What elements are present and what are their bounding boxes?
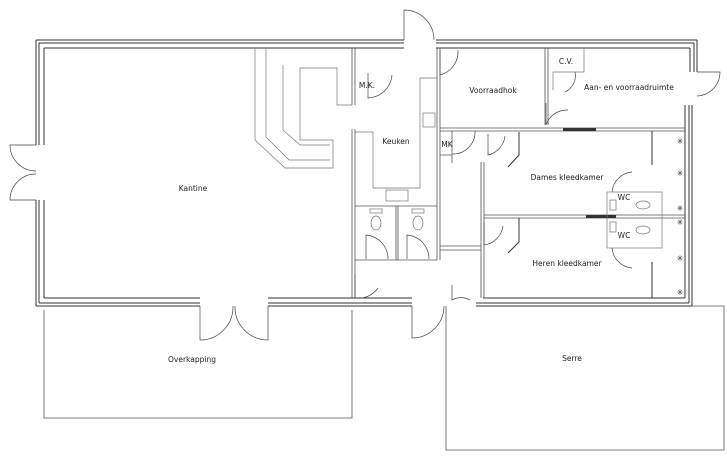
room-label-voorraadhok: Voorraadhok [469,86,517,95]
room-label-wc-heren: WC [618,231,631,240]
room-label-mk-kitchen: M.K. [359,81,375,90]
shower-icon: ✳ [677,137,684,146]
room-label-mk-corridor: MK [441,140,453,149]
toilets-block [354,205,437,299]
room-label-heren: Heren kleedkamer [532,259,602,268]
room-label-serre: Serre [562,354,582,363]
room-label-overkapping: Overkapping [168,355,216,364]
room-label-keuken: Keuken [382,137,410,146]
shower-icon: ✳ [677,288,684,297]
outer-walls [35,39,698,307]
room-label-dames: Dames kleedkamer [531,173,605,182]
overkapping-outline [43,310,353,419]
bar-counter [254,48,352,169]
kitchen-walls [351,48,459,298]
shower-icon: ✳ [677,204,684,213]
changing-room-walls [440,127,685,298]
room-label-kantine: Kantine [179,184,208,193]
storage-walls [544,48,585,126]
room-label-wc-dames: WC [618,193,631,202]
room-label-cv: C.V. [559,57,573,66]
shower-icon: ✳ [677,254,684,263]
serre-outline [445,305,725,451]
exterior-doors [9,9,721,341]
shower-icon: ✳ [677,218,684,227]
shower-icon: ✳ [677,169,684,178]
room-label-aan-voorraadruimte: Aan- en voorraadruimte [584,83,674,92]
